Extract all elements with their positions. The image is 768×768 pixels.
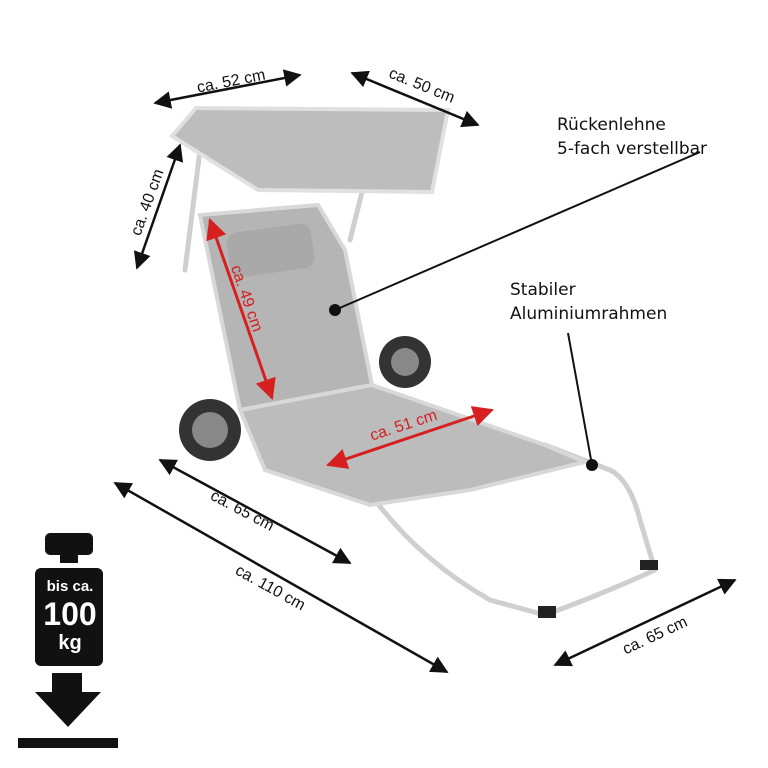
label-frame-line2: Aluminiumrahmen <box>510 304 668 324</box>
lounger-product <box>168 105 658 618</box>
dim-lower-length: ca. 65 cm <box>208 487 277 535</box>
frame-marker-dot <box>586 459 598 471</box>
weight-value: 100 <box>43 596 97 632</box>
weight-unit: kg <box>58 632 82 654</box>
label-backrest-line2: 5-fach verstellbar <box>557 139 708 159</box>
dim-total-length: ca. 110 cm <box>232 562 308 614</box>
dim-canopy-height: ca. 40 cm <box>128 167 168 238</box>
label-frame-line1: Stabiler <box>510 280 576 300</box>
weight-icon <box>18 533 118 748</box>
backrest-marker-dot <box>329 304 341 316</box>
label-backrest-line1: Rückenlehne <box>557 115 666 135</box>
label-frame: Stabiler Aluminiumrahmen <box>510 278 667 326</box>
dimension-arrows <box>113 69 737 674</box>
dim-canopy-width: ca. 52 cm <box>195 67 266 97</box>
leader-lines <box>334 151 701 466</box>
highlight-arrows <box>206 218 494 469</box>
label-backrest: Rückenlehne 5-fach verstellbar <box>557 113 707 161</box>
dim-total-width: ca. 65 cm <box>620 614 690 659</box>
weight-prefix: bis ca. <box>46 578 94 595</box>
